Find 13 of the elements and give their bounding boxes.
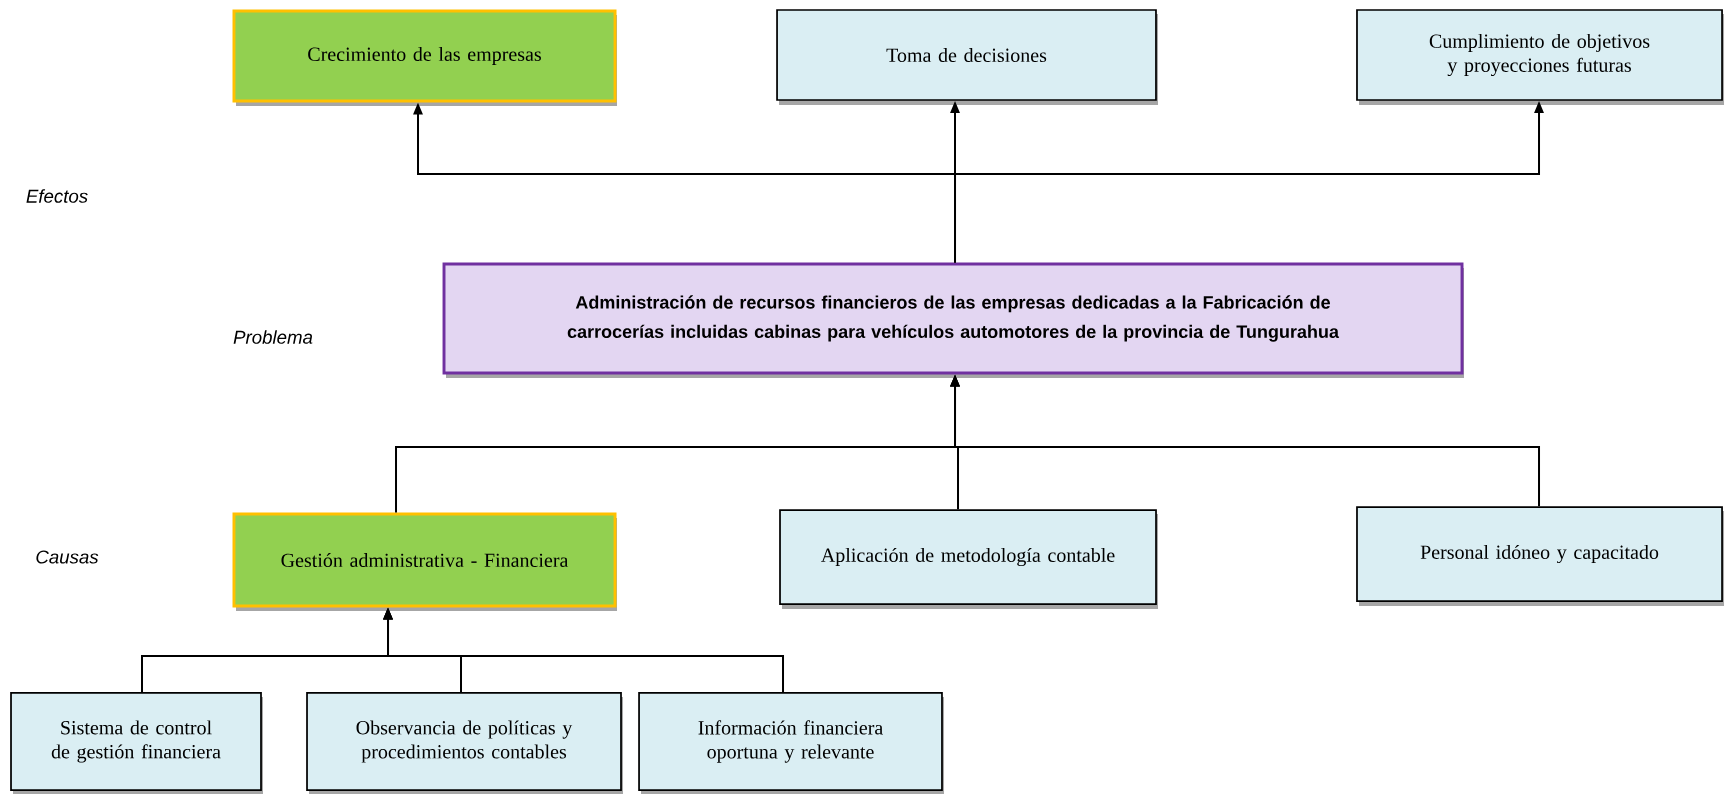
box: Toma de decisiones — [776, 9, 1158, 105]
box: Gestión administrativa - Financiera — [232, 512, 617, 611]
box: Observancia de políticas y procedimientos contables — [306, 692, 623, 794]
box: Sistema de control de gestión financiera — [10, 692, 263, 794]
box: Personal idóneo y capacitado — [1356, 506, 1724, 606]
box: Aplicación de metodología contable — [779, 509, 1158, 609]
section-label: Problema — [233, 330, 313, 344]
section-label: Efectos — [26, 189, 88, 203]
box: Crecimiento de las empresas — [232, 9, 617, 106]
box: Cumplimiento de objetivos y proyecciones futuras — [1356, 9, 1724, 105]
section-label: Causas — [36, 550, 99, 564]
problem-box: Administración de recursos financieros de las empresas dedicadas a la Fabricación de carrocerías incluidas cabinas para vehículos automotores de la provincia de Tungurahua — [442, 262, 1464, 378]
box: Información financiera oportuna y relevante — [638, 692, 944, 794]
